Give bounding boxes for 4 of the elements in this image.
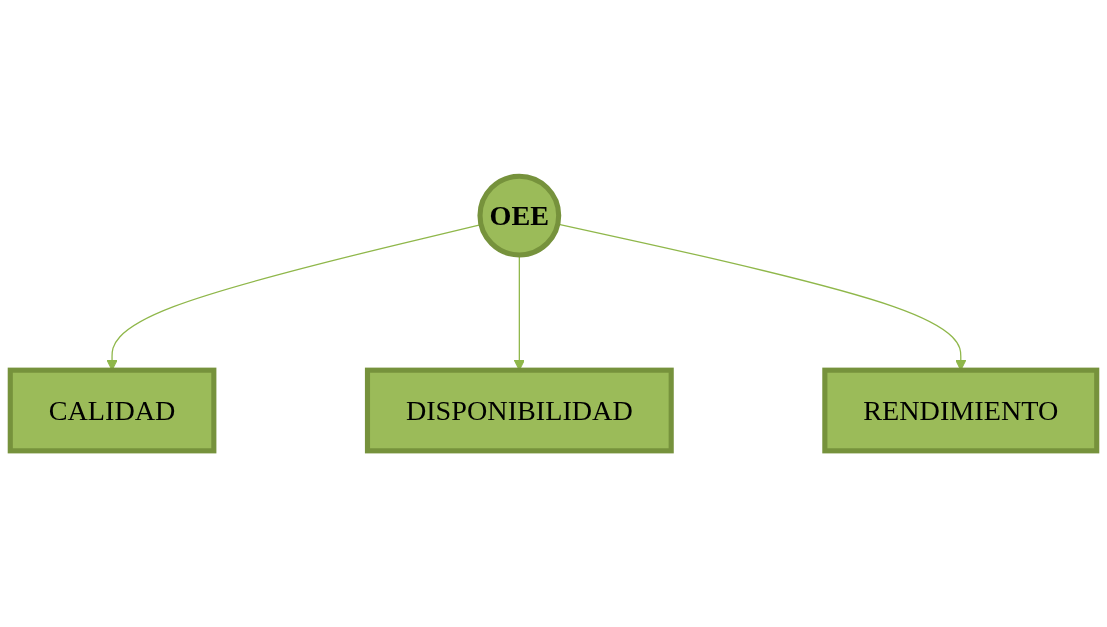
node-box: CALIDAD <box>7 367 217 454</box>
node-circle: OEE <box>477 173 562 258</box>
node-box: RENDIMIENTO <box>822 367 1100 454</box>
node-box: DISPONIBILIDAD <box>364 367 674 454</box>
